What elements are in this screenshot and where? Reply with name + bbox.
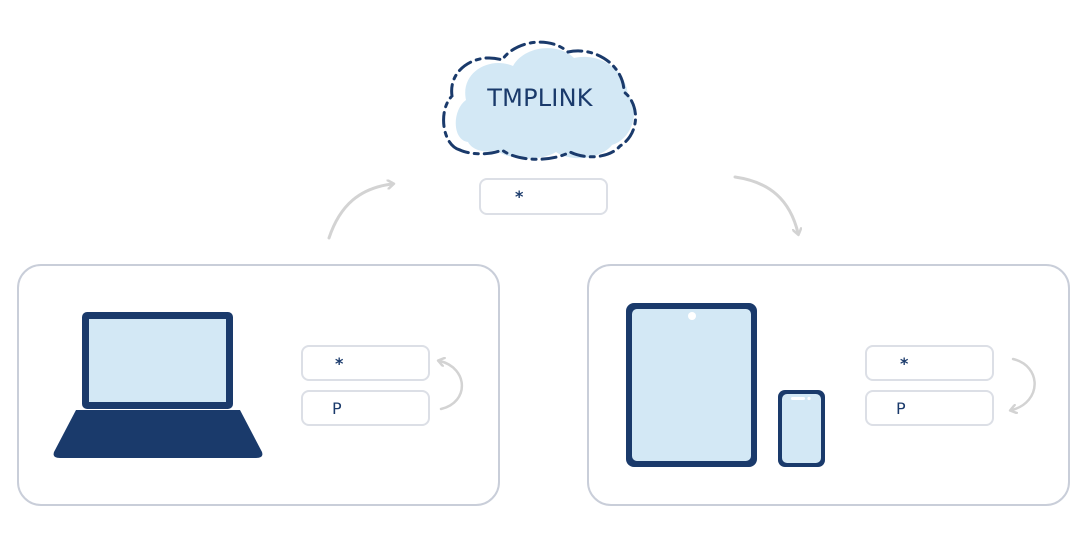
right-item-1: *	[865, 345, 994, 381]
left-item-2: P	[301, 390, 430, 426]
right-item-2: P	[865, 390, 994, 426]
left-item-2-label: P	[332, 398, 342, 418]
left-sync-arrow	[440, 361, 464, 411]
tablet-icon	[626, 303, 757, 467]
download-arrow	[733, 175, 798, 233]
right-item-2-label: P	[896, 398, 906, 418]
right-item-1-label: *	[900, 353, 909, 373]
phone-icon	[778, 390, 825, 467]
cloud-icon	[442, 40, 637, 161]
cloud-label: TMPLINK	[487, 84, 593, 112]
upload-arrow	[327, 184, 392, 240]
laptop-icon	[53, 312, 263, 458]
cloud-shared-item: *	[479, 178, 608, 215]
left-item-1-label: *	[335, 353, 344, 373]
left-item-1: *	[301, 345, 430, 381]
right-sync-arrow	[1012, 357, 1036, 410]
cloud-shared-item-label: *	[515, 187, 524, 206]
